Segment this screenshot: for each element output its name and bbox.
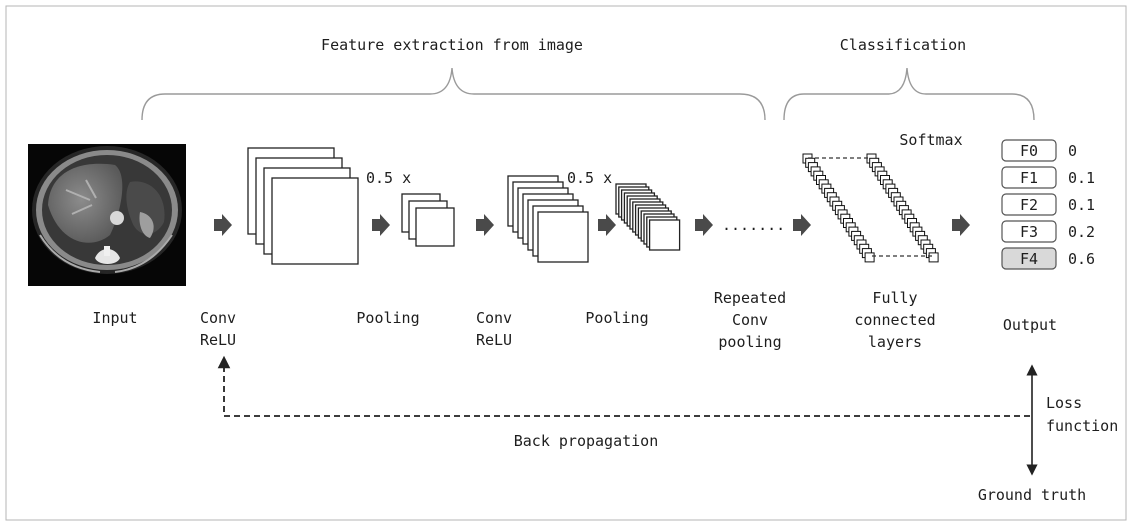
stage-conv2-label-line1: Conv xyxy=(476,309,512,327)
output-class-box xyxy=(1001,139,1057,162)
stage-conv2-label-line2: ReLU xyxy=(476,331,512,349)
output-class-box xyxy=(1001,166,1057,189)
output-class-label: F3 xyxy=(1020,223,1038,241)
fully-connected-layers xyxy=(802,153,939,263)
output-class-probability: 0.6 xyxy=(1068,250,1095,268)
classification-label: Classification xyxy=(840,36,966,54)
flow-arrow xyxy=(372,214,390,236)
output-class-label: F2 xyxy=(1020,196,1038,214)
conv2-feature-maps xyxy=(507,175,589,263)
stage-repeated-label-line1: Repeated xyxy=(714,289,786,307)
back-propagation-path xyxy=(217,355,1030,417)
flow-arrow xyxy=(952,214,970,236)
output-class-probability: 0.1 xyxy=(1068,169,1095,187)
flow-arrows xyxy=(214,214,970,236)
pool1-feature-maps xyxy=(401,193,455,247)
softmax-label: Softmax xyxy=(899,131,962,149)
stage-fc-label-line3: layers xyxy=(868,333,922,351)
output-class-box xyxy=(1001,220,1057,243)
conv1-map xyxy=(271,177,359,265)
flow-arrow xyxy=(598,214,616,236)
flow-arrow xyxy=(793,214,811,236)
output-class-label: F0 xyxy=(1020,142,1038,160)
stage-fc-label-line1: Fully xyxy=(872,289,917,307)
output-class-box xyxy=(1001,247,1057,270)
ct-input-image xyxy=(28,144,186,286)
stage-input-label: Input xyxy=(92,309,137,327)
output-class-probability: 0.2 xyxy=(1068,223,1095,241)
conv1-feature-maps xyxy=(247,147,359,265)
stage-conv1-label-line2: ReLU xyxy=(200,331,236,349)
feature-extraction-label: Feature extraction from image xyxy=(321,36,583,54)
stage-conv1-label-line1: Conv xyxy=(200,309,236,327)
output-class-probability: 0.1 xyxy=(1068,196,1095,214)
output-class-label: F4 xyxy=(1020,250,1038,268)
stage-repeated-label-line3: pooling xyxy=(718,333,781,351)
output-class-probability: 0 xyxy=(1068,142,1077,160)
scale-label-first: 0.5 x xyxy=(366,169,411,187)
stage-output-label: Output xyxy=(1003,316,1057,334)
conv2-map xyxy=(537,211,589,263)
pool2-map xyxy=(648,219,681,251)
pool1-map xyxy=(415,207,455,247)
flow-arrow xyxy=(695,214,713,236)
loss-label-line2: function xyxy=(1046,417,1118,435)
scale-label-second: 0.5 x xyxy=(567,169,612,187)
output-class-box xyxy=(1001,193,1057,216)
flow-arrow xyxy=(476,214,494,236)
continuation-dots: ....... xyxy=(722,216,785,234)
stage-pool1-label: Pooling xyxy=(356,309,419,327)
output-class-label: F1 xyxy=(1020,169,1038,187)
classification-bracket xyxy=(783,67,1035,121)
fc1-neuron xyxy=(864,252,875,263)
stage-fc-label-line2: connected xyxy=(854,311,935,329)
stage-pool2-label: Pooling xyxy=(585,309,648,327)
back-propagation-label: Back propagation xyxy=(514,432,659,450)
loss-label-line1: Loss xyxy=(1046,394,1082,412)
pool2-feature-maps xyxy=(615,183,681,251)
frame-border xyxy=(5,5,1127,521)
stage-repeated-label-line2: Conv xyxy=(732,311,768,329)
fc2-neuron xyxy=(928,252,939,263)
ground-truth-label: Ground truth xyxy=(978,486,1086,504)
feature-extraction-bracket xyxy=(141,67,766,121)
flow-arrow xyxy=(214,214,232,236)
